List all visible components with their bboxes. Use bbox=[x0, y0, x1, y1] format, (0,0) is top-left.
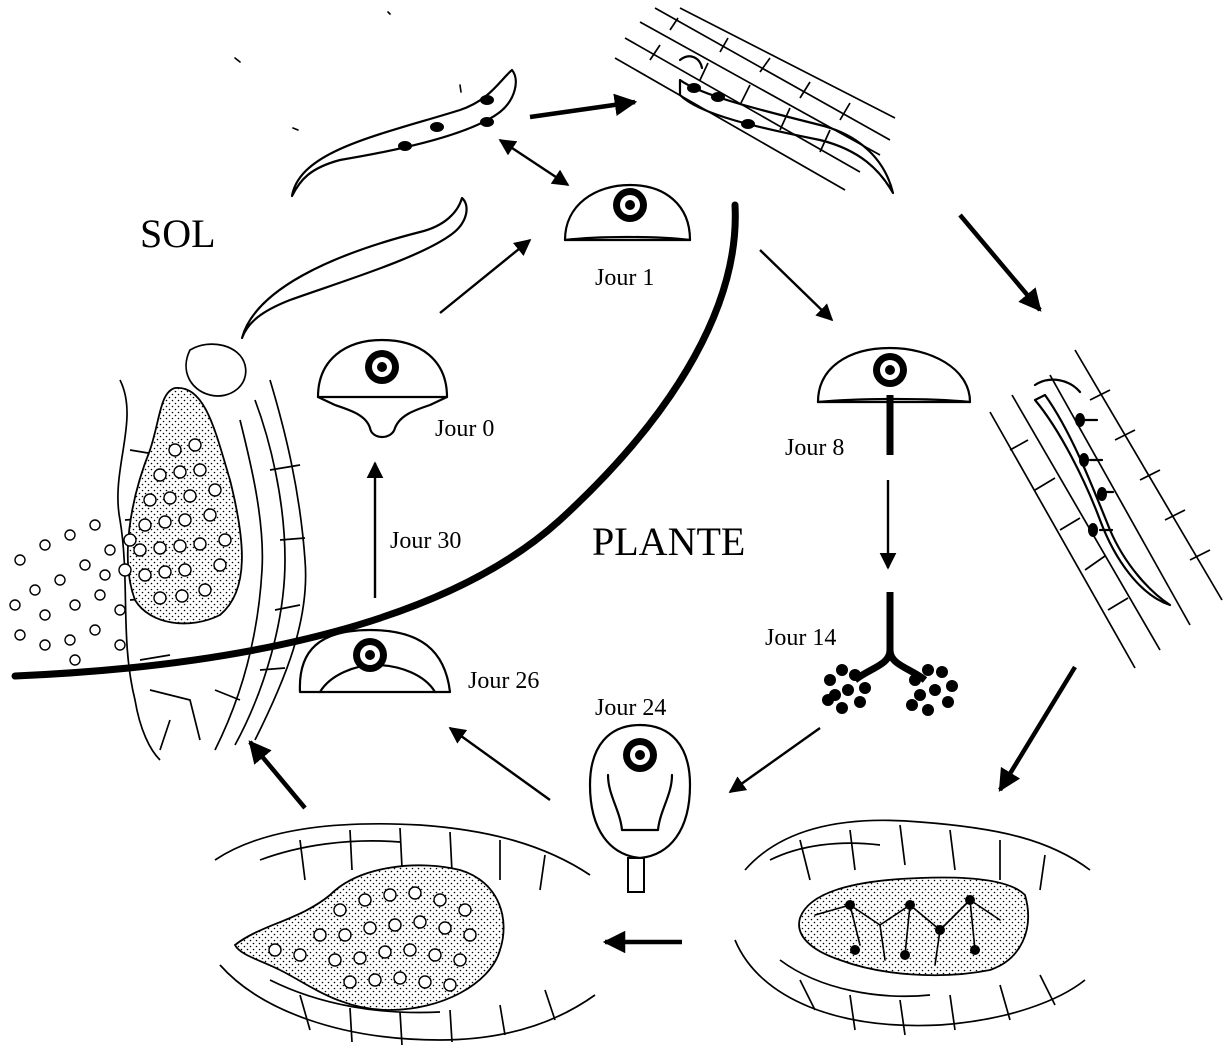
day26-label: Jour 26 bbox=[468, 668, 539, 694]
day1-label: Jour 1 bbox=[595, 265, 654, 291]
day30-label: Jour 30 bbox=[390, 528, 461, 554]
spore-day24 bbox=[590, 725, 690, 892]
spore-day14 bbox=[822, 592, 958, 716]
nematode-with-eggs bbox=[292, 70, 516, 196]
day0-label: Jour 0 bbox=[435, 416, 494, 442]
day8-label: Jour 8 bbox=[785, 435, 844, 461]
root-gall-sporulating bbox=[215, 824, 595, 1045]
spore-day1 bbox=[565, 185, 690, 240]
root-spore-release bbox=[10, 344, 306, 760]
soil-label: SOL bbox=[140, 211, 216, 256]
spore-day0 bbox=[318, 340, 447, 437]
spore-day26 bbox=[300, 630, 450, 692]
plant-label: PLANTE bbox=[592, 519, 745, 564]
day14-label: Jour 14 bbox=[765, 625, 836, 651]
root-migration bbox=[990, 350, 1222, 668]
stray-marks bbox=[235, 12, 461, 130]
day24-label: Jour 24 bbox=[595, 695, 666, 721]
root-gall-infected bbox=[735, 820, 1090, 1035]
released-spores bbox=[10, 520, 125, 665]
free-nematode bbox=[242, 198, 467, 338]
root-penetration bbox=[615, 8, 895, 193]
